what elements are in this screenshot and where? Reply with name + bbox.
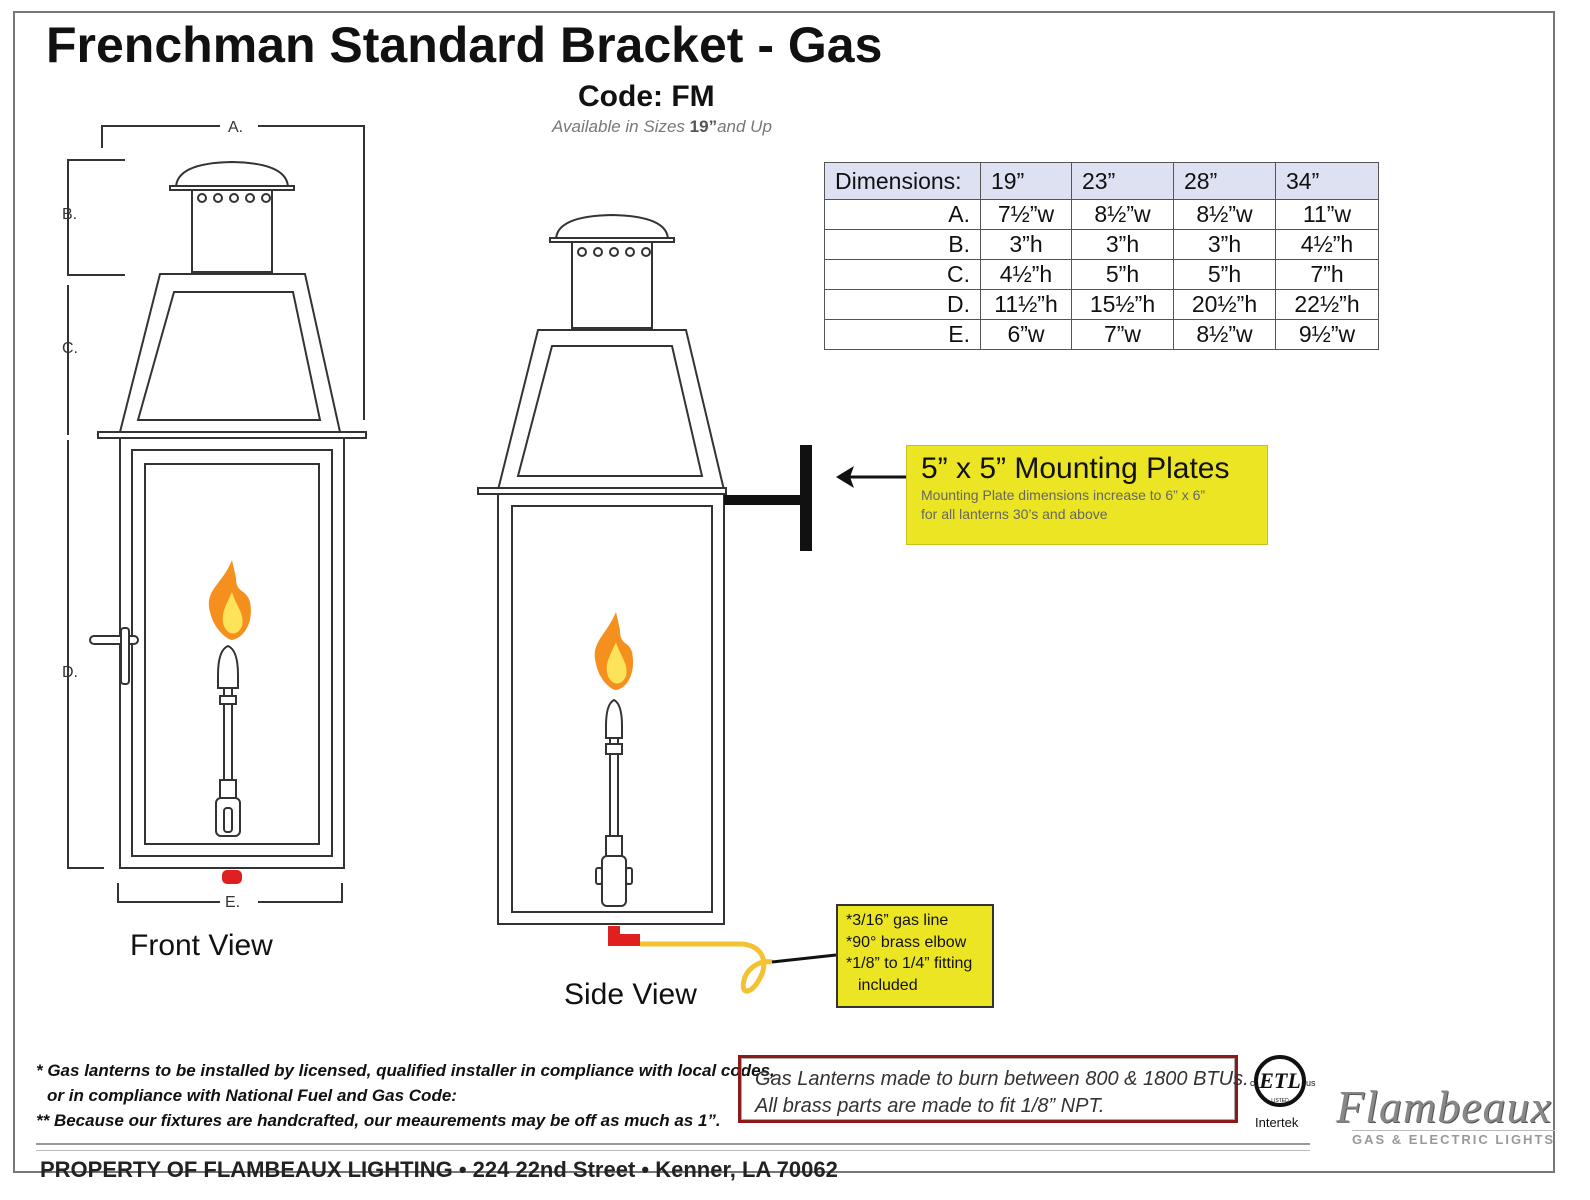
table-cell: 8½”w [1173,199,1276,230]
available-suffix: and Up [717,117,772,136]
row-label: B. [824,229,981,260]
row-label: C. [824,259,981,290]
table-row: D. 11½”h 15½”h 20½”h 22½”h [824,289,1379,320]
mounting-plates-note: Mounting Plate dimensions increase to 6”… [921,486,1261,524]
table-cell: 4½”h [1275,229,1379,260]
flambeaux-tagline: GAS & ELECTRIC LIGHTS [1352,1130,1556,1147]
footnote-line: * Gas lanterns to be installed by licens… [36,1061,775,1080]
footnotes: * Gas lanterns to be installed by licens… [36,1058,775,1133]
table-cell: 8½”w [1071,199,1174,230]
table-cell: 22½”h [1275,289,1379,320]
front-elbow [222,870,242,884]
table-cell: 5”h [1173,259,1276,290]
row-label: A. [824,199,981,230]
gas-callout-line: *3/16” gas line [846,912,949,929]
table-cell: 5”h [1071,259,1174,290]
dim-a-bracket-left [101,125,220,148]
table-row: A. 7½”w 8½”w 8½”w 11”w [824,199,1379,230]
dimensions-table: Dimensions: 19” 23” 28” 34” A. 7½”w 8½”w… [824,162,1379,350]
intertek-label: Intertek [1255,1115,1299,1130]
table-cell: 11½”h [980,289,1072,320]
mounting-plate [800,445,812,551]
table-cell: 9½”w [1275,319,1379,350]
mounting-plates-callout: 5” x 5” Mounting Plates Mounting Plate d… [906,445,1268,545]
dimensions-header: Dimensions: [824,162,981,200]
dim-a-label: A. [228,119,244,136]
gas-fitting-callout: *3/16” gas line *90° brass elbow *1/8” t… [836,904,994,1008]
dim-a-bracket-right [258,125,365,420]
available-sizes: Available in Sizes 19”and Up [552,117,772,137]
side-elbow [608,926,640,946]
available-size: 19” [689,117,718,136]
table-row: C. 4½”h 5”h 5”h 7”h [824,259,1379,290]
mounting-note-line: for all lanterns 30’s and above [921,506,1108,522]
table-cell: 8½”w [1173,319,1276,350]
front-view-label: Front View [130,929,273,962]
bracket-arm [724,495,808,505]
property-footer: PROPERTY OF FLAMBEAUX LIGHTING • 224 22n… [40,1157,838,1182]
row-label: E. [824,319,981,350]
size-header: 28” [1173,162,1276,200]
etl-listed-text: LISTED [1271,1098,1289,1104]
side-view-label: Side View [564,978,697,1011]
etl-listed-icon: ETL LISTED c us [1250,1055,1316,1107]
etl-us-text: us [1306,1078,1316,1088]
mounting-note-line: Mounting Plate dimensions increase to 6”… [921,487,1206,503]
table-cell: 15½”h [1071,289,1174,320]
table-cell: 7½”w [980,199,1072,230]
table-cell: 6”w [980,319,1072,350]
page-frame [13,11,1555,1173]
size-header: 23” [1071,162,1174,200]
etl-c-text: c [1250,1078,1255,1088]
product-code: Code: FM [578,80,715,113]
table-row: B. 3”h 3”h 3”h 4½”h [824,229,1379,260]
gas-callout-line: *90° brass elbow [846,933,967,951]
table-cell: 3”h [1173,229,1276,260]
footer-divider [36,1143,1310,1151]
dim-d-label: D. [62,664,78,681]
dim-b-label: B. [62,206,78,223]
footnote-line: or in compliance with National Fuel and … [47,1086,457,1105]
table-cell: 20½”h [1173,289,1276,320]
table-cell: 3”h [1071,229,1174,260]
footnote-line: ** Because our fixtures are handcrafted,… [36,1111,721,1130]
dimensions-header-row: Dimensions: 19” 23” 28” 34” [824,162,1379,200]
btu-line: Gas Lanterns made to burn between 800 & … [755,1068,1249,1090]
gas-line [640,941,773,994]
table-cell: 11”w [1275,199,1379,230]
mounting-plates-title: 5” x 5” Mounting Plates [921,452,1230,485]
size-header: 19” [980,162,1072,200]
btu-notice: Gas Lanterns made to burn between 800 & … [738,1055,1249,1123]
table-row: E. 6”w 7”w 8½”w 9½”w [824,319,1379,350]
table-cell: 7”w [1071,319,1174,350]
row-label: D. [824,289,981,320]
front-view-drawing [67,125,367,903]
table-cell: 3”h [980,229,1072,260]
gas-callout-line: *1/8” to 1/4” fitting [846,955,973,972]
flambeaux-logo: Flambeaux [1336,1081,1552,1132]
gas-callout-line: included [858,976,918,994]
size-header: 34” [1275,162,1379,200]
available-prefix: Available in Sizes [552,117,685,136]
side-view-drawing [477,213,908,994]
table-cell: 7”h [1275,259,1379,290]
page-title: Frenchman Standard Bracket - Gas [46,17,883,73]
dim-e-label: E. [225,894,241,911]
front-flame-inner [222,592,243,634]
btu-line: All brass parts are made to fit 1/8” NPT… [755,1095,1105,1117]
etl-mark-text: ETL [1258,1068,1301,1093]
side-flame-inner [606,642,627,684]
table-cell: 4½”h [980,259,1072,290]
dim-c-label: C. [62,340,78,357]
